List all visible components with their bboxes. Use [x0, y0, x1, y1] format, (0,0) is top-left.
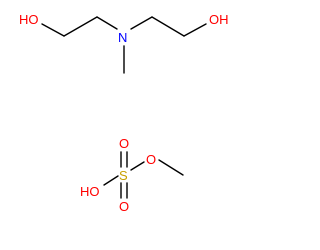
atom-oh-label: HO [80, 184, 100, 199]
structure-canvas: HO N OH S HO O O O [19, 12, 229, 214]
molecule-methyl-sulfate: S HO O O O [80, 136, 184, 214]
molecule-mdea: HO N OH [19, 12, 229, 74]
atom-s-label: S [119, 168, 128, 183]
bond-c2-n [96, 16, 118, 30]
atom-o1-label: HO [19, 12, 39, 27]
bond-o1-c1 [41, 23, 65, 37]
atom-o-lower-label: O [119, 199, 129, 214]
atom-o-upper-label: O [119, 136, 129, 151]
bond-c3-c4 [151, 16, 185, 37]
atom-n-label: N [118, 30, 127, 45]
bond-n-c3 [130, 16, 153, 30]
bond-c4-o2 [183, 23, 207, 37]
bond-c1-c2 [63, 16, 98, 37]
bond-s-o-ester [130, 161, 145, 171]
bond-o-methyl [158, 159, 184, 176]
bond-s-oh [103, 175, 119, 186]
atom-o2-label: OH [209, 12, 229, 27]
atom-o-ester-label: O [146, 152, 156, 167]
